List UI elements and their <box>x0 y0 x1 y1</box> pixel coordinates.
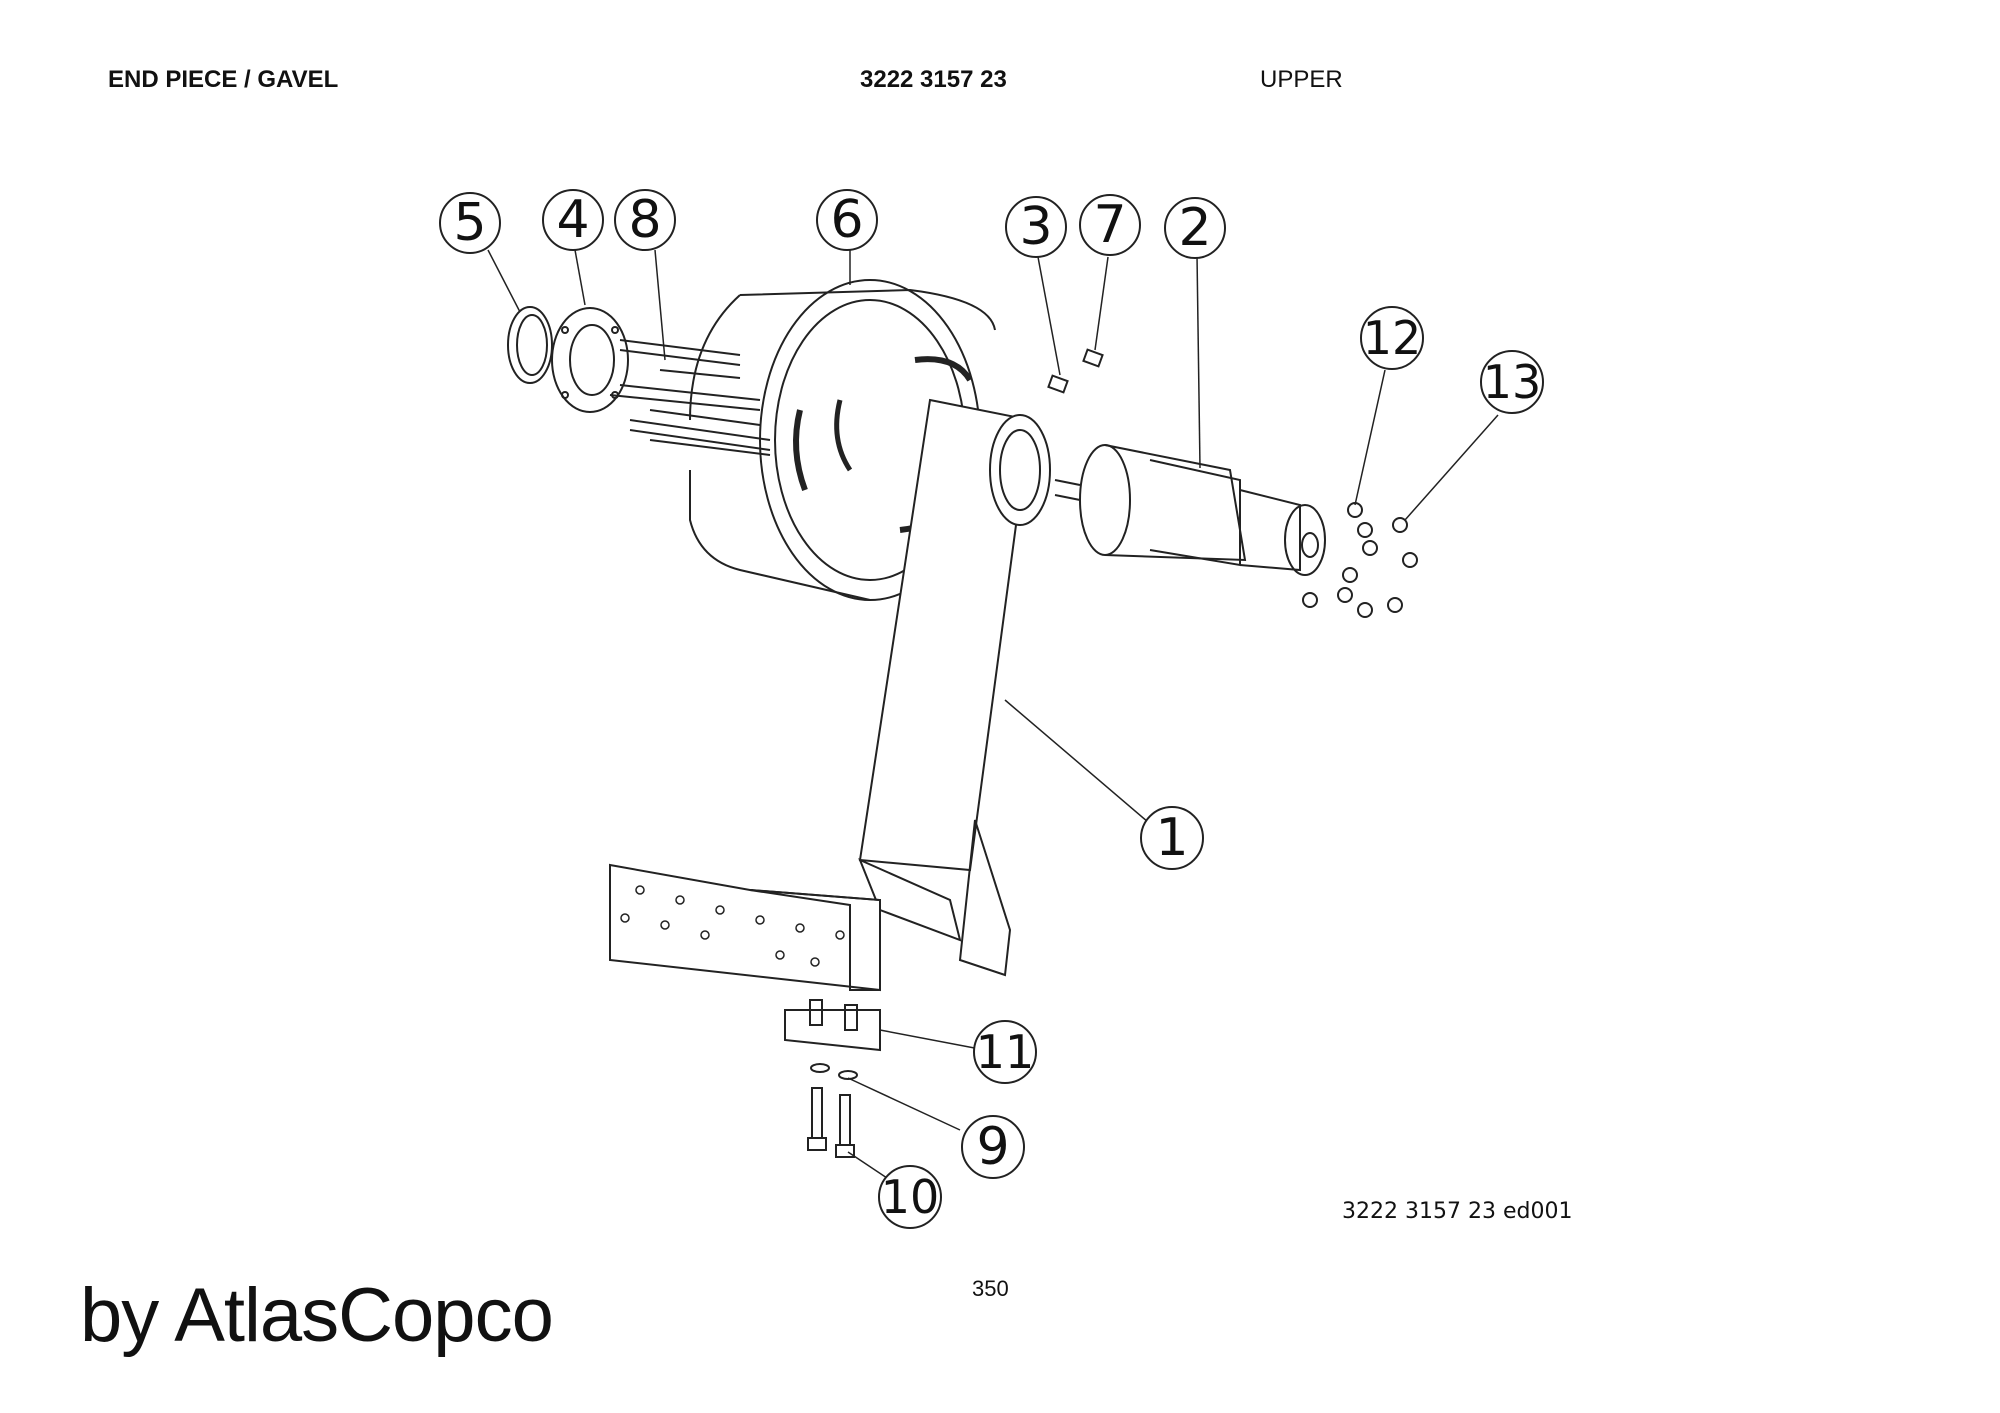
callout-5: 5 <box>453 193 486 253</box>
bolts-part <box>807 1063 858 1158</box>
washers-nuts-part <box>1302 502 1418 618</box>
callout-1: 1 <box>1155 808 1188 868</box>
brand-label: by AtlasCopco <box>80 1273 554 1358</box>
seal-ring-part <box>507 306 553 384</box>
callout-6: 6 <box>830 190 863 250</box>
callout-13: 13 <box>1483 355 1542 409</box>
base-piece-part <box>784 999 881 1052</box>
callout-12: 12 <box>1363 311 1422 365</box>
callout-9: 9 <box>976 1117 1009 1177</box>
callout-4: 4 <box>556 190 589 250</box>
rods-part <box>609 339 771 456</box>
page-title: END PIECE / GAVEL <box>108 66 339 93</box>
callout-11: 11 <box>976 1025 1035 1079</box>
flange-part <box>551 307 629 413</box>
frame-arm-part <box>609 398 1051 992</box>
page-number: 350 <box>972 1276 1009 1301</box>
drawing-reference: 3222 3157 23 ed001 <box>1342 1199 1572 1224</box>
position-label: UPPER <box>1260 66 1343 93</box>
part-number: 3222 3157 23 <box>860 66 1007 93</box>
callout-8: 8 <box>628 190 661 250</box>
callout-7: 7 <box>1093 195 1126 255</box>
callout-10: 10 <box>881 1170 940 1224</box>
grease-fittings-part <box>1047 348 1104 394</box>
callout-3: 3 <box>1019 197 1052 257</box>
callout-2: 2 <box>1178 198 1211 258</box>
shaft-part <box>1054 444 1326 576</box>
